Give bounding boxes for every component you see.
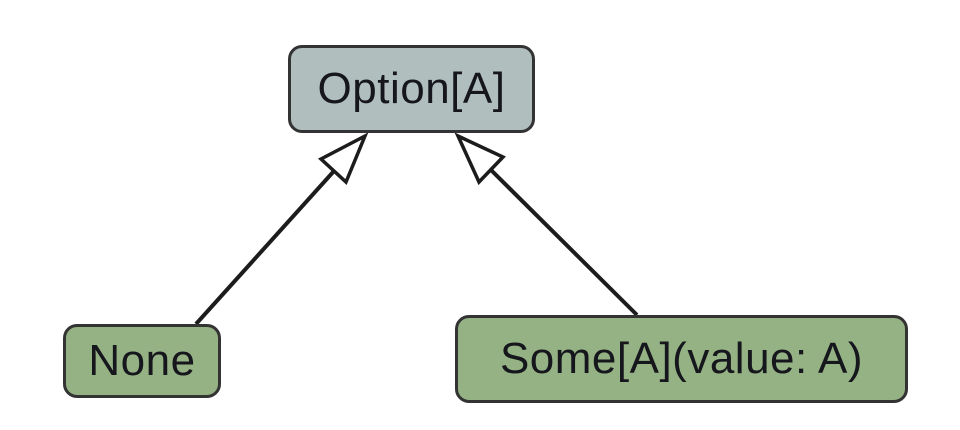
node-none: None <box>63 324 221 398</box>
node-option-label: Option[A] <box>317 64 506 113</box>
node-none-label: None <box>88 336 196 385</box>
edge-some-to-option <box>454 132 639 317</box>
inheritance-arrowhead-left <box>317 132 369 185</box>
node-some-label: Some[A](value: A) <box>499 334 864 383</box>
edge-none-to-option <box>194 132 369 326</box>
inheritance-arrowhead-right <box>454 132 506 186</box>
edge-line-none <box>194 169 336 326</box>
node-some: Some[A](value: A) <box>455 315 908 403</box>
edge-line-some <box>488 167 639 317</box>
node-option: Option[A] <box>288 45 535 133</box>
